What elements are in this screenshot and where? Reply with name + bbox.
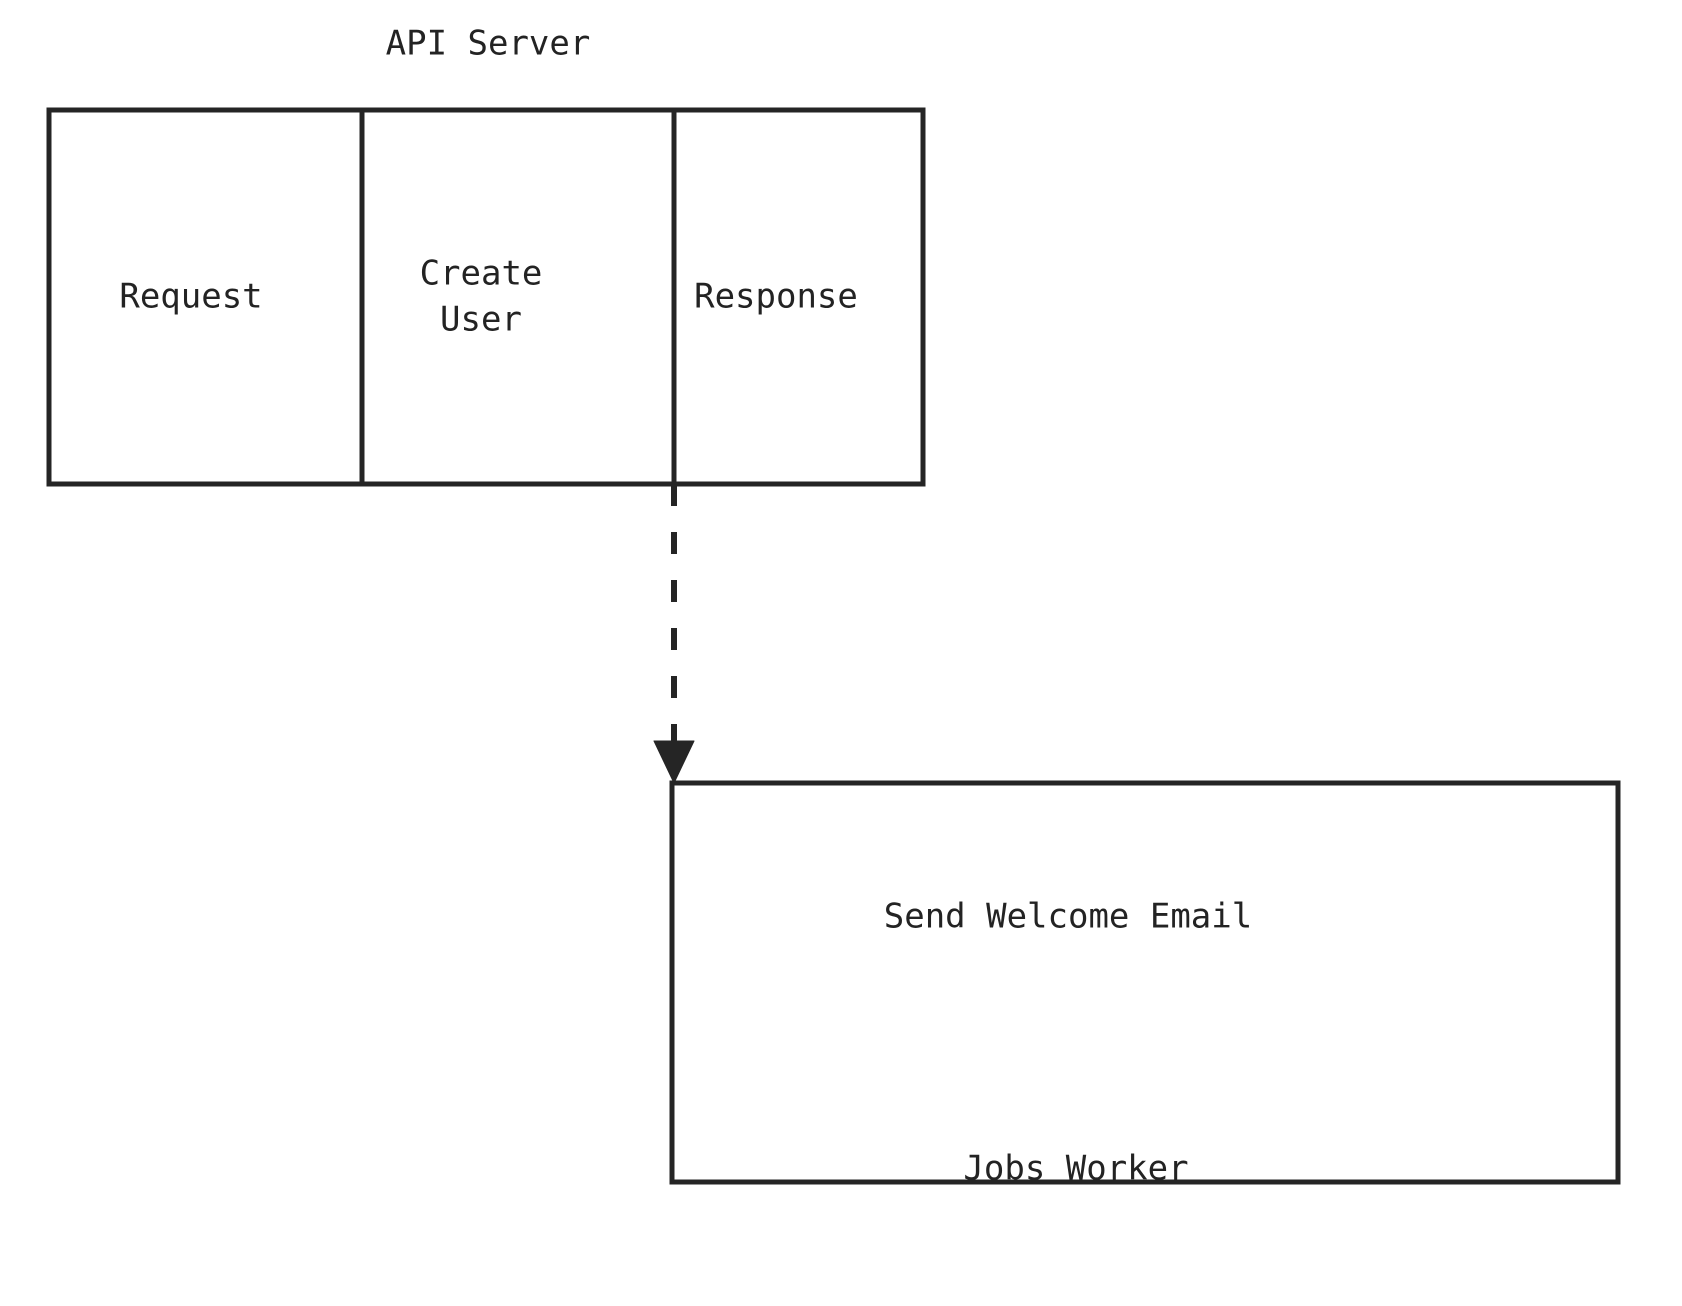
- cell-response[interactable]: Response: [694, 277, 858, 317]
- lane-title-jobs-worker: Jobs Worker: [963, 1149, 1188, 1189]
- cell-request[interactable]: Request: [119, 277, 262, 317]
- cell-create-user-label-line-1: Create: [420, 254, 543, 294]
- lane-api-server[interactable]: Request Create User Response: [46, 107, 926, 487]
- lane-jobs-worker[interactable]: Send Welcome Email: [669, 780, 1621, 1185]
- cell-request-label: Request: [119, 277, 262, 317]
- lane-api-server-outline: [46, 107, 926, 487]
- connector-create-user-to-jobs-worker[interactable]: [653, 484, 695, 784]
- lane-jobs-worker-outline: [669, 780, 1621, 1185]
- connector-arrowhead-icon: [653, 740, 695, 784]
- cell-response-label: Response: [694, 277, 858, 317]
- cell-create-user[interactable]: Create User: [420, 254, 543, 340]
- cell-send-welcome-email[interactable]: Send Welcome Email: [884, 897, 1252, 937]
- cell-send-welcome-email-label: Send Welcome Email: [884, 897, 1252, 937]
- cell-create-user-label-line-2: User: [440, 300, 522, 340]
- lane-title-api-server: API Server: [386, 24, 591, 64]
